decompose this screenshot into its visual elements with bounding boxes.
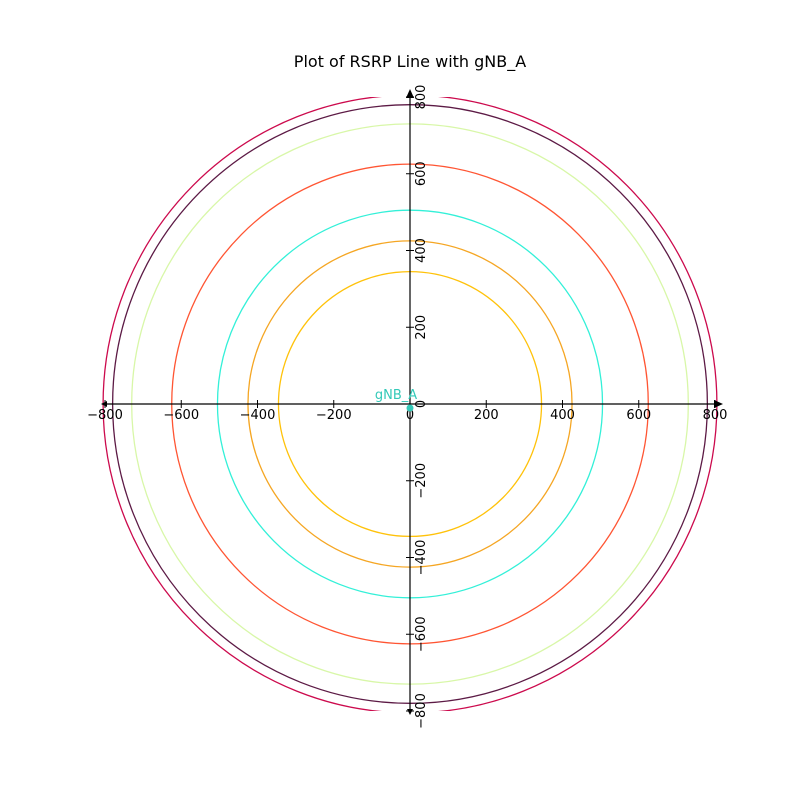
x-tick-label: 200 xyxy=(474,408,499,423)
y-tick-label: 0 xyxy=(414,400,429,408)
y-tick-label: 200 xyxy=(414,315,429,340)
y-tick-label: −200 xyxy=(414,463,429,499)
x-tick-label: −400 xyxy=(240,408,276,423)
x-tick-label: 0 xyxy=(406,408,414,423)
x-tick-label: 800 xyxy=(703,408,728,423)
y-axis-arrow-top xyxy=(406,89,414,98)
y-axis-arrow-bottom xyxy=(407,709,413,715)
gnb-marker xyxy=(406,404,414,412)
x-axis-arrow-right xyxy=(714,400,723,408)
x-tick-label: 400 xyxy=(550,408,575,423)
chart-title: Plot of RSRP Line with gNB_A xyxy=(294,52,526,72)
y-tick-label: −600 xyxy=(414,616,429,652)
x-axis-ticks: −800 −600 −400 −200 0 200 400 600 800 xyxy=(87,400,727,423)
x-tick-label: −600 xyxy=(163,408,199,423)
x-tick-label: 600 xyxy=(626,408,651,423)
x-axis-arrow-left xyxy=(101,401,107,407)
x-tick-label: −800 xyxy=(87,408,123,423)
annotations: gNB_A xyxy=(375,388,417,412)
y-axis-ticks: −800 −600 −400 −200 0 200 400 600 800 xyxy=(406,85,429,729)
gnb-label: gNB_A xyxy=(375,388,417,403)
y-tick-label: −800 xyxy=(414,693,429,729)
y-tick-label: 800 xyxy=(414,85,429,110)
y-tick-label: −400 xyxy=(414,540,429,576)
y-tick-label: 600 xyxy=(414,161,429,186)
y-tick-label: 400 xyxy=(414,238,429,263)
x-tick-label: −200 xyxy=(316,408,352,423)
